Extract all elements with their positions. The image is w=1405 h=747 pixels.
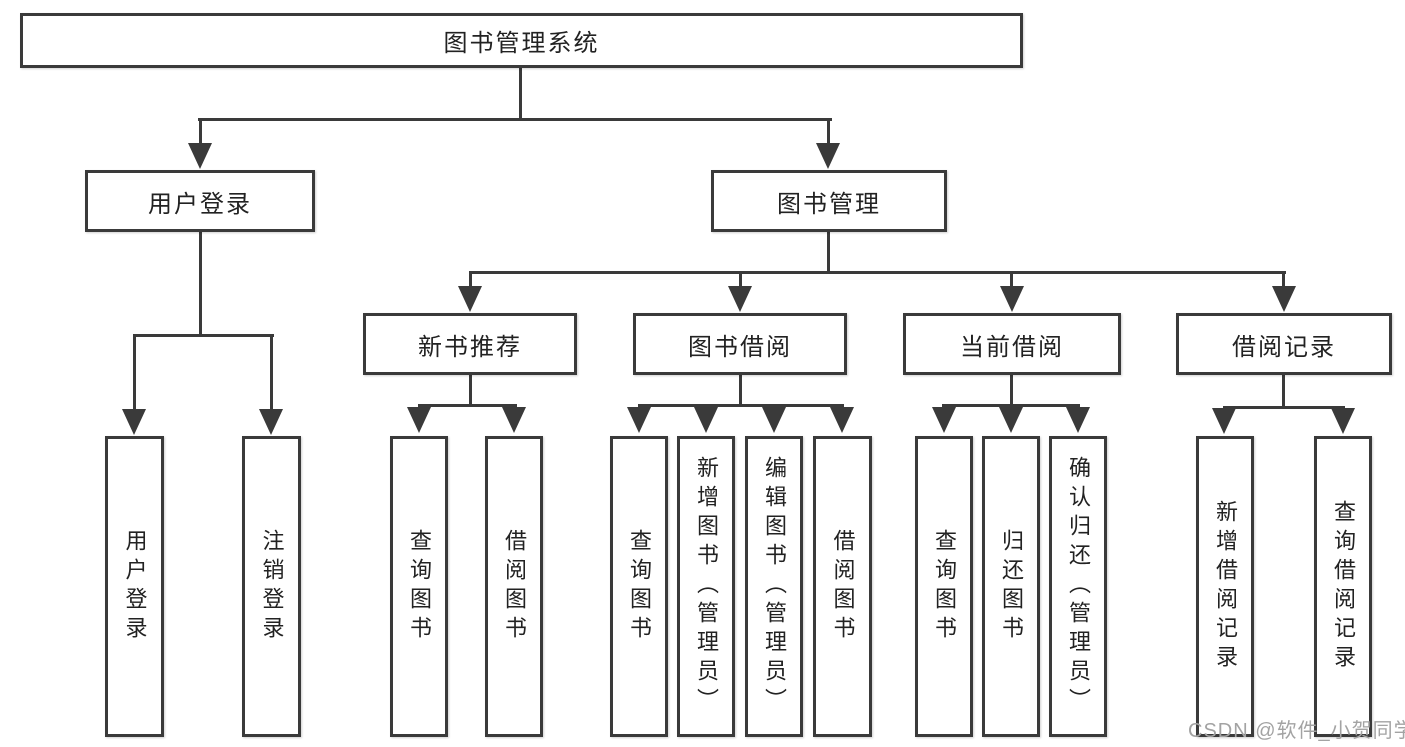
leaf-bb-add-books-admin: 新增图书（管理员） xyxy=(677,436,735,737)
arrow-down-icon xyxy=(407,407,431,433)
leaf-br-add-record-label: 新增借阅记录 xyxy=(1213,499,1238,674)
leaf-cb-query-books: 查询图书 xyxy=(915,436,973,737)
connector-borrow-records-stem xyxy=(1282,375,1285,408)
leaf-cb-return-books-label: 归还图书 xyxy=(999,528,1024,645)
arrow-down-icon xyxy=(122,409,146,435)
node-current-borrowing: 当前借阅 xyxy=(903,313,1121,375)
arrow-down-icon xyxy=(502,407,526,433)
leaf-nb-borrow-books-label: 借阅图书 xyxy=(502,528,527,645)
connector-to-user-login xyxy=(199,118,202,146)
connector-to-new-book xyxy=(469,271,472,288)
connector-new-book-rail xyxy=(418,404,517,407)
leaf-cb-confirm-return-admin-label: 确认归还（管理员） xyxy=(1066,456,1091,717)
leaf-br-query-record-label: 查询借阅记录 xyxy=(1331,499,1356,674)
connector-to-current-borrow xyxy=(1010,271,1013,288)
leaf-br-query-record: 查询借阅记录 xyxy=(1314,436,1372,737)
leaf-logout-label: 注销登录 xyxy=(259,528,285,645)
leaf-cb-return-books: 归还图书 xyxy=(982,436,1040,737)
connector-user-login-stem xyxy=(199,232,202,337)
node-new-book-recommendation-label: 新书推荐 xyxy=(418,333,522,361)
connector-root-stem xyxy=(519,66,522,119)
leaf-bb-add-books-admin-label: 新增图书（管理员） xyxy=(694,456,719,717)
connector-book-borrow-rail xyxy=(638,404,844,407)
connector-borrow-records-rail xyxy=(1223,406,1345,409)
leaf-logout: 注销登录 xyxy=(242,436,301,737)
arrow-down-icon xyxy=(627,407,651,433)
node-user-login: 用户登录 xyxy=(85,170,315,232)
watermark-text: CSDN @软件_小贺同学 xyxy=(1188,720,1405,742)
connector-root-rail xyxy=(198,118,832,121)
node-new-book-recommendation: 新书推荐 xyxy=(363,313,577,375)
leaf-br-add-record: 新增借阅记录 xyxy=(1196,436,1254,737)
connector-to-borrow-records xyxy=(1282,271,1285,288)
node-borrowing-records-label: 借阅记录 xyxy=(1232,333,1336,361)
leaf-bb-query-books: 查询图书 xyxy=(610,436,668,737)
leaf-cb-query-books-label: 查询图书 xyxy=(932,528,957,645)
connector-new-book-stem xyxy=(469,375,472,407)
leaf-bb-edit-books-admin: 编辑图书（管理员） xyxy=(745,436,803,737)
arrow-down-icon xyxy=(999,407,1023,433)
node-user-login-label: 用户登录 xyxy=(148,190,252,218)
node-book-management: 图书管理 xyxy=(711,170,947,232)
node-book-borrowing-label: 图书借阅 xyxy=(688,333,792,361)
connector-book-management-rail xyxy=(469,271,1286,274)
connector-to-book-management xyxy=(827,118,830,146)
arrow-down-icon xyxy=(728,286,752,312)
leaf-nb-query-books-label: 查询图书 xyxy=(407,528,432,645)
arrow-down-icon xyxy=(816,143,840,169)
connector-to-book-borrow xyxy=(739,271,742,288)
connector-current-borrow-rail xyxy=(942,404,1080,407)
arrow-down-icon xyxy=(1066,407,1090,433)
node-root-label: 图书管理系统 xyxy=(443,30,600,57)
arrow-down-icon xyxy=(1212,408,1236,434)
arrow-down-icon xyxy=(1272,286,1296,312)
leaf-user-login-label: 用户登录 xyxy=(122,528,148,645)
leaf-bb-query-books-label: 查询图书 xyxy=(627,528,652,645)
node-book-borrowing: 图书借阅 xyxy=(633,313,847,375)
node-current-borrowing-label: 当前借阅 xyxy=(960,333,1064,361)
connector-to-leaf-user-login xyxy=(133,334,136,410)
leaf-nb-borrow-books: 借阅图书 xyxy=(485,436,543,737)
leaf-cb-confirm-return-admin: 确认归还（管理员） xyxy=(1049,436,1107,737)
connector-current-borrow-stem xyxy=(1010,375,1013,406)
arrow-down-icon xyxy=(830,407,854,433)
leaf-bb-borrow-books: 借阅图书 xyxy=(813,436,872,737)
arrow-down-icon xyxy=(458,286,482,312)
arrow-down-icon xyxy=(762,407,786,433)
leaf-nb-query-books: 查询图书 xyxy=(390,436,448,737)
node-book-management-label: 图书管理 xyxy=(777,190,881,218)
arrow-down-icon xyxy=(1000,286,1024,312)
connector-book-management-stem xyxy=(827,232,830,274)
connector-to-leaf-logout xyxy=(270,334,273,410)
leaf-user-login: 用户登录 xyxy=(105,436,164,737)
arrow-down-icon xyxy=(1331,408,1355,434)
arrow-down-icon xyxy=(694,407,718,433)
connector-book-borrow-stem xyxy=(739,375,742,406)
leaf-bb-edit-books-admin-label: 编辑图书（管理员） xyxy=(762,456,787,717)
node-root: 图书管理系统 xyxy=(20,13,1023,68)
connector-user-login-rail xyxy=(133,334,274,337)
arrow-down-icon xyxy=(188,143,212,169)
arrow-down-icon xyxy=(932,407,956,433)
leaf-bb-borrow-books-label: 借阅图书 xyxy=(830,528,856,645)
node-borrowing-records: 借阅记录 xyxy=(1176,313,1392,375)
arrow-down-icon xyxy=(259,409,283,435)
